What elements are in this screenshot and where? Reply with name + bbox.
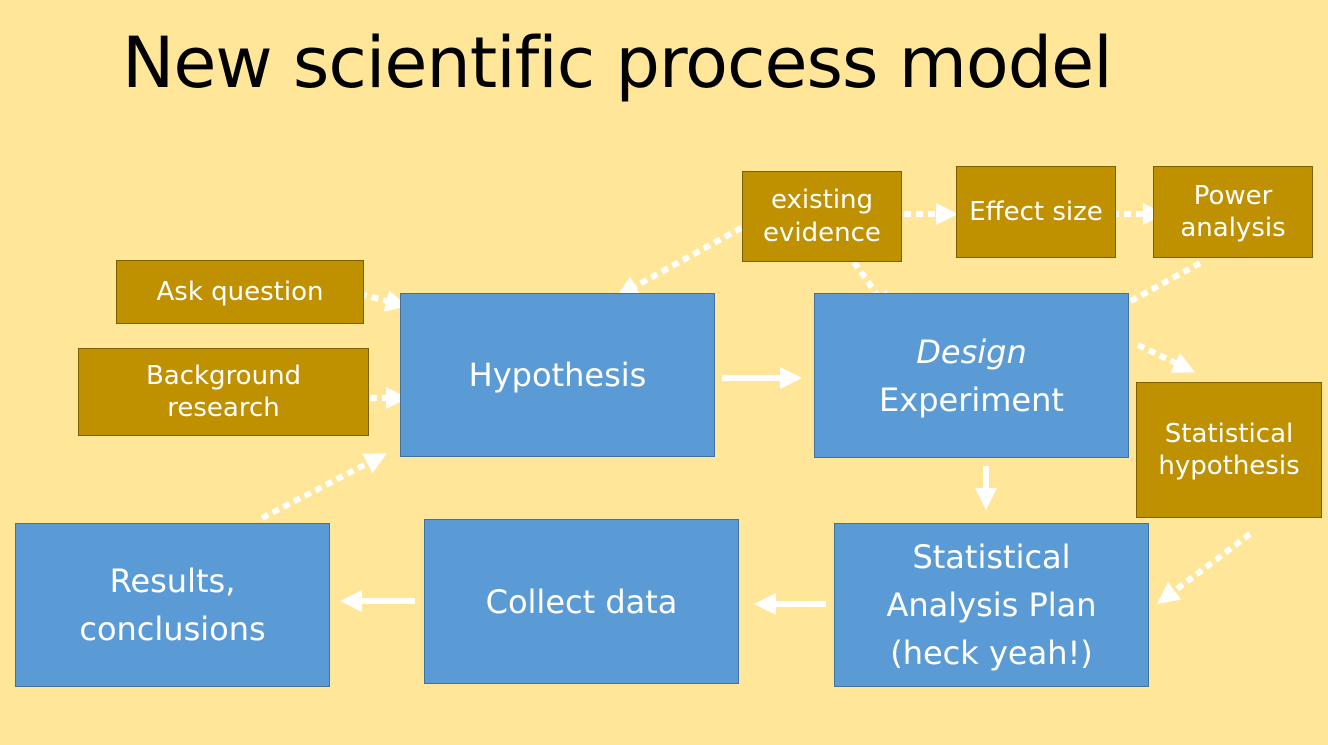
arrow-ask-to-hypothesis [359,290,408,312]
background-research-line1: Background [145,360,302,391]
background-research-line2: research [167,393,280,423]
arrow-evidence-to-design [851,260,891,315]
arrow-design-to-stat-hypothesis [1136,342,1196,373]
statistical-analysis-plan-line1: Statistical [912,538,1071,576]
statistical-hypothesis-box: Statistical hypothesis [1136,382,1322,518]
collect-data-label: Collect data [485,582,678,621]
statistical-analysis-plan-line3: (heck yeah!) [890,634,1093,672]
power-analysis-box: Power analysis [1153,166,1313,258]
design-experiment-line2: Experiment [879,380,1064,419]
power-analysis-line1: Power [1193,180,1273,211]
arrow-stat-hypothesis-to-plan [1157,531,1252,605]
hypothesis-box: Hypothesis [400,293,715,457]
ask-question-label: Ask question [156,276,324,307]
existing-evidence-box: existing evidence [742,171,902,262]
arrow-evidence-to-hypothesis [616,219,754,297]
results-conclusions-line1: Results, [109,562,236,600]
design-experiment-box: Design Experiment [814,293,1129,458]
statistical-analysis-plan-line2: Analysis Plan [886,586,1097,624]
existing-evidence-line1: existing [770,185,874,215]
statistical-analysis-plan-box: Statistical Analysis Plan (heck yeah!) [834,523,1149,687]
background-research-box: Background research [78,348,369,436]
ask-question-box: Ask question [116,260,364,324]
collect-data-box: Collect data [424,519,739,684]
effect-size-box: Effect size [956,166,1116,258]
hypothesis-label: Hypothesis [468,356,647,394]
results-conclusions-box: Results, conclusions [15,523,330,687]
design-experiment-line1: Design [916,332,1027,371]
arrow-results-to-hypothesis [260,453,387,521]
power-analysis-line2: analysis [1180,213,1286,243]
results-conclusions-line2: conclusions [79,610,266,648]
existing-evidence-line2: evidence [763,217,881,248]
statistical-hypothesis-line1: Statistical [1164,418,1294,449]
effect-size-label: Effect size [969,196,1103,227]
statistical-hypothesis-line2: hypothesis [1158,451,1300,481]
page-title: New scientific process model [122,22,1113,104]
